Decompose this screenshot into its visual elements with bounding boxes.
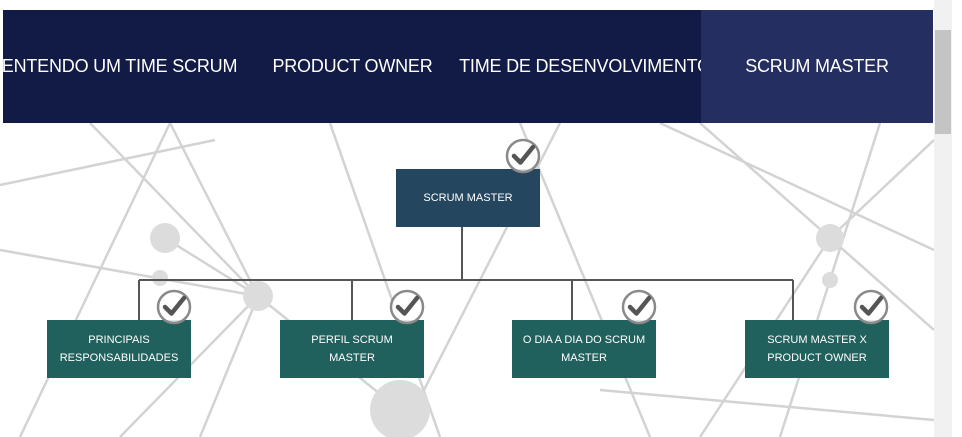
connector-lines bbox=[138, 227, 794, 320]
tab-time-de-desenvolvimento[interactable]: TIME DE DESENVOLVIMENTO bbox=[459, 56, 711, 76]
check-circle-icon bbox=[389, 289, 425, 325]
org-node-label: PERFIL SCRUM MASTER bbox=[311, 334, 393, 364]
tab-scrum-master[interactable]: SCRUM MASTER bbox=[701, 10, 933, 123]
org-node-label: O DIA A DIA DO SCRUM MASTER bbox=[522, 334, 646, 364]
org-node-label: SCRUM MASTER X PRODUCT OWNER bbox=[767, 334, 867, 364]
check-circle-icon bbox=[853, 289, 889, 325]
tab-bar: ENTENDO UM TIME SCRUM PRODUCT OWNER TIME… bbox=[1, 10, 933, 123]
org-node-perfil-scrum-master[interactable]: PERFIL SCRUM MASTER bbox=[280, 320, 424, 378]
check-circle-icon bbox=[156, 289, 192, 325]
org-node-dia-a-dia[interactable]: O DIA A DIA DO SCRUM MASTER bbox=[512, 320, 656, 378]
org-node-label: PRINCIPAIS RESPONSABILIDADES bbox=[59, 334, 179, 364]
tab-product-owner[interactable]: PRODUCT OWNER bbox=[272, 56, 433, 76]
tab-entendo-um-time-scrum[interactable]: ENTENDO UM TIME SCRUM bbox=[1, 56, 238, 76]
org-node-scrum-master-x-product-owner[interactable]: SCRUM MASTER X PRODUCT OWNER bbox=[745, 320, 889, 378]
check-circle-icon bbox=[505, 138, 541, 174]
org-node-principais-responsabilidades[interactable]: PRINCIPAIS RESPONSABILIDADES bbox=[47, 320, 191, 378]
check-circle-icon bbox=[621, 289, 657, 325]
org-node-label: SCRUM MASTER bbox=[423, 192, 513, 204]
scrollbar-thumb[interactable] bbox=[935, 30, 951, 134]
org-node-scrum-master[interactable]: SCRUM MASTER bbox=[396, 169, 540, 227]
